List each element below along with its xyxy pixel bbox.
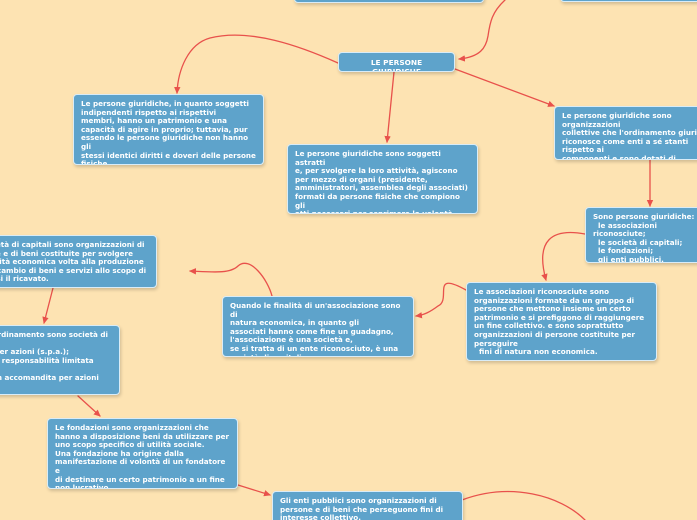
node-ordinamento-societa[interactable]: Nel nostro ordinamento sono società di c… [0,325,120,395]
connector-root-to-astratti [384,71,395,143]
connector-tipi-to-associazioni [541,231,586,281]
connector-root-to-indipendenti [174,34,339,94]
connector-finalita-to-capitali [189,262,273,297]
connector-associazioni-to-finalita [415,282,467,319]
node-top-left[interactable] [294,0,484,3]
node-enti-pubblici[interactable]: Gli enti pubblici sono organizzazioni di… [272,491,463,520]
node-organizzazioni-collettive[interactable]: Le persone giuridiche sono organizzazion… [554,106,697,160]
node-finalita-economica[interactable]: Quando le finalità di un'associazione so… [222,296,414,357]
connector-capitali-to-ordinamento [42,287,54,324]
connector-top-to-root [458,0,506,62]
node-fondazioni[interactable]: Le fondazioni sono organizzazioni che ha… [47,418,238,489]
node-tipi-persone-giuridiche[interactable]: Sono persone giuridiche: le associazioni… [585,207,697,263]
connector-root-to-organizzazioni [454,68,555,107]
node-associazioni-riconosciute[interactable]: Le associazioni riconosciute sono organi… [466,282,657,361]
node-societa-di-capitali[interactable]: Le società di capitali sono organizzazio… [0,235,157,288]
connector-ordinamento-to-fondazioni [77,395,101,417]
connector-fondazioni-to-enti [237,484,271,497]
node-indipendenti[interactable]: Le persone giuridiche, in quanto soggett… [73,94,264,165]
node-top-right[interactable] [560,0,697,2]
node-soggetti-astratti[interactable]: Le persone giuridiche sono soggetti astr… [287,144,478,214]
node-le-persone-giuridiche[interactable]: LE PERSONE GIURIDICHE [338,52,455,72]
connector-enti-to-next [461,490,586,520]
